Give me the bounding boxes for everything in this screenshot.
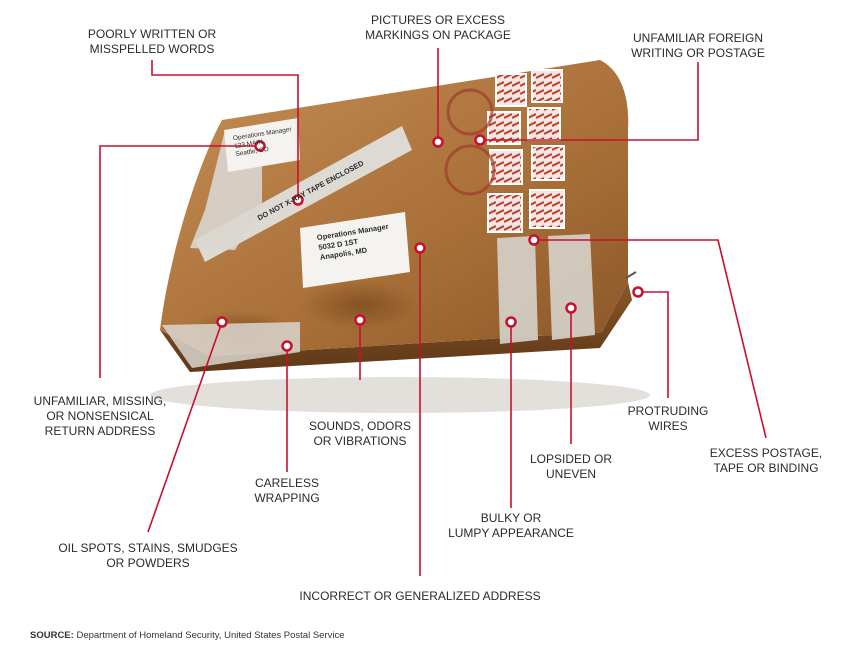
label-return-address: UNFAMILIAR, MISSING, OR NONSENSICAL RETU… [33, 394, 167, 438]
label-incorrect-address: INCORRECT OR GENERALIZED ADDRESS [299, 589, 541, 603]
label-lopsided: LOPSIDED OR UNEVEN [529, 452, 613, 481]
label-misspelled: POORLY WRITTEN OR MISSPELLED WORDS [87, 27, 217, 56]
package-side-face [160, 282, 632, 372]
tape-strip-vertical-2 [548, 234, 595, 340]
label-sounds: SOUNDS, ODORS OR VIBRATIONS [308, 419, 411, 448]
stain-spot [300, 280, 420, 330]
dot-return-address [254, 140, 266, 152]
callout-dots [216, 134, 644, 352]
leader-return-address [99, 145, 260, 378]
address-label [300, 212, 410, 288]
dot-careless [281, 340, 293, 352]
label-excess-postage: EXCESS POSTAGE, TAPE OR BINDING [709, 446, 823, 475]
label-oil: OIL SPOTS, STAINS, SMUDGES OR POWDERS [58, 541, 238, 570]
leader-misspelled [151, 60, 299, 200]
protruding-wire [625, 271, 637, 279]
leader-lines [99, 48, 767, 576]
leader-wires [638, 291, 669, 398]
dot-foreign [474, 134, 486, 146]
postmark-circle [446, 88, 494, 136]
source-text: Department of Homeland Security, United … [76, 630, 345, 641]
dot-pictures [432, 136, 444, 148]
dot-incorrect [414, 242, 426, 254]
source-credit: SOURCE: Department of Homeland Security,… [30, 630, 345, 641]
leader-excess-postage [534, 239, 767, 439]
label-pictures: PICTURES OR EXCESS MARKINGS ON PACKAGE [365, 13, 511, 42]
dot-misspelled [292, 194, 304, 206]
label-wires: PROTRUDING WIRES [627, 404, 709, 433]
tape-strip-bottom [162, 322, 300, 368]
tape-strip-vertical-1 [497, 236, 538, 344]
stamp-sheet [487, 69, 565, 233]
tape-strip-diagonal [195, 126, 412, 262]
dot-bulky [505, 316, 517, 328]
label-bulky: BULKY OR LUMPY APPEARANCE [448, 511, 574, 540]
source-prefix: SOURCE: [30, 630, 74, 641]
leader-foreign [480, 62, 699, 141]
dot-oil [216, 316, 228, 328]
leader-oil [147, 321, 223, 533]
dot-excess-postage [528, 234, 540, 246]
dot-lopsided [565, 302, 577, 314]
package-shadow [150, 377, 650, 413]
dot-wires [632, 286, 644, 298]
label-careless: CARELESS WRAPPING [254, 476, 320, 505]
dot-sounds [354, 314, 366, 326]
postmark-circle [444, 144, 496, 196]
label-foreign: UNFAMILIAR FOREIGN WRITING OR POSTAGE [631, 31, 765, 60]
